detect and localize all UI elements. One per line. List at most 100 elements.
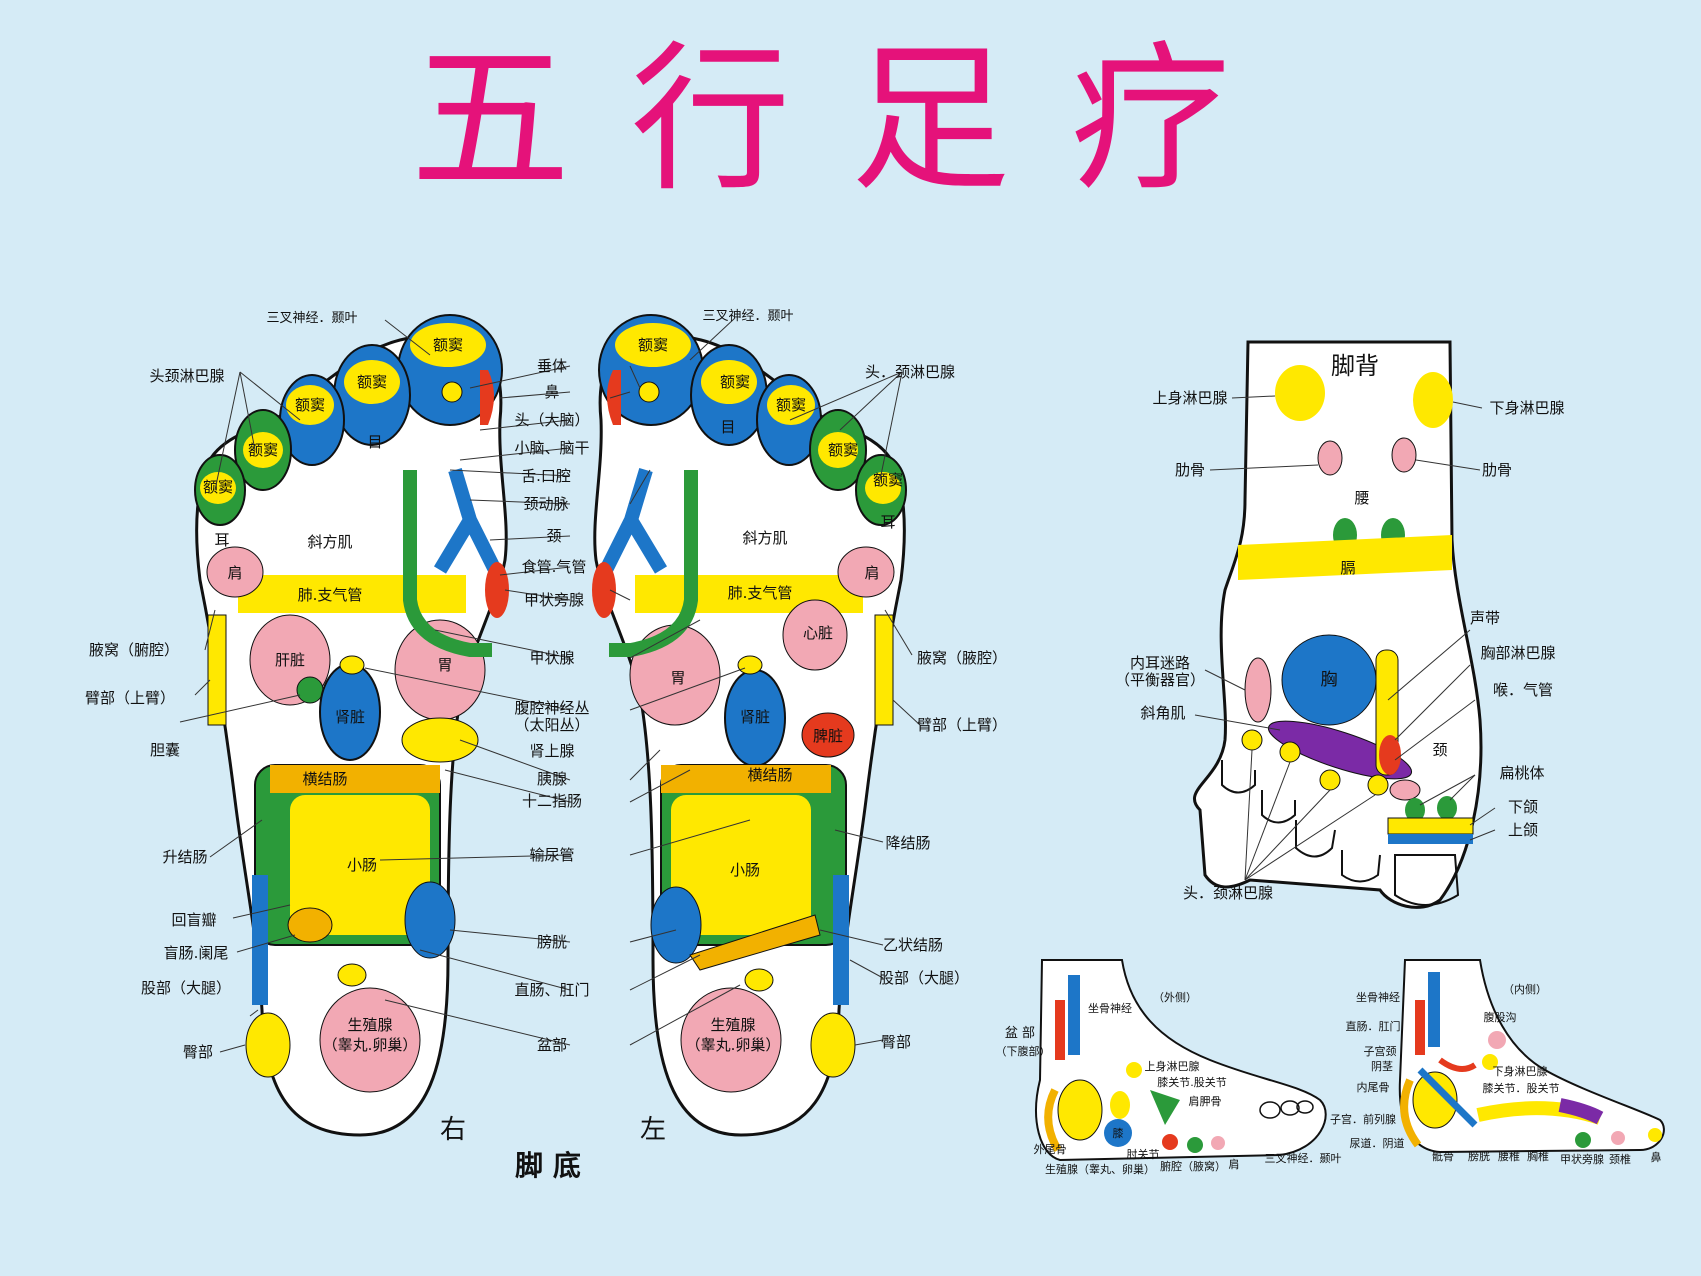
center-rectum: 直肠、肛门 — [514, 981, 589, 999]
label-frontal-sinus-l2: 额窦 — [720, 373, 750, 391]
sole-leader-lines — [179, 317, 921, 1053]
center-celiac: 腹腔神经丛 — [514, 699, 589, 717]
inner-lower-lymph-lbl: 下身淋巴腺 — [1493, 1064, 1548, 1078]
inner-urethra-lbl: 尿道．阴道 — [1350, 1136, 1405, 1150]
inner-nose-lbl: 鼻 — [1651, 1150, 1662, 1164]
inner-tag: （内侧） — [1503, 982, 1547, 996]
dorsum-title: 脚背 — [1331, 352, 1379, 380]
right-descending: 降结肠 — [885, 834, 930, 852]
outer-shoulder-lbl: 肩 — [1229, 1157, 1240, 1171]
lung-band — [238, 575, 466, 613]
toe2-top — [344, 360, 400, 404]
label-eye-r: 目 — [367, 433, 382, 451]
label-right-foot: 右 — [440, 1115, 466, 1145]
inner-ear — [1244, 657, 1272, 723]
dorsum-leader-lines — [1194, 395, 1496, 881]
center-parathyroid: 甲状旁腺 — [524, 591, 584, 609]
neck-blue — [433, 467, 502, 574]
inner-knee-hip-lbl: 膝关节．股关节 — [1483, 1081, 1560, 1095]
inner-coccyx — [1400, 1078, 1422, 1148]
label-gonad-r: 生殖腺 — [347, 1016, 392, 1034]
dorsum-mandible: 下颌 — [1508, 798, 1538, 816]
toe-outlines — [1221, 760, 1381, 883]
toe3-top — [767, 385, 815, 425]
left-armpit: 腋窝（腑腔） — [89, 641, 179, 659]
bladder — [650, 886, 702, 964]
dorsum-tonsil: 扁桃体 — [1499, 764, 1544, 782]
label-liver: 肝脏 — [275, 651, 305, 669]
pituitary-dot — [441, 381, 463, 403]
label-trapezius-l: 斜方肌 — [742, 529, 787, 547]
outer-trigeminal-lbl: 三叉神经．颞叶 — [1265, 1151, 1342, 1165]
label-gonad-l: 生殖腺 — [710, 1016, 755, 1034]
left-buttock: 臀部 — [183, 1043, 213, 1061]
center-nose: 鼻 — [544, 383, 559, 401]
center-pancreas: 胰腺 — [537, 770, 567, 788]
label-transverse-l: 横结肠 — [747, 766, 792, 784]
label-frontal-sinus-r: 额窦 — [433, 336, 463, 354]
adrenal — [339, 655, 365, 675]
sigmoid — [689, 914, 821, 971]
inner-parathyroid-lbl: 甲状旁腺 — [1560, 1152, 1604, 1166]
center-pelvis: 盆部 — [537, 1036, 567, 1054]
inner-groin-lbl: 腹股沟 — [1484, 1010, 1517, 1024]
outer-hip — [1110, 1091, 1130, 1119]
label-shoulder-r: 肩 — [227, 564, 242, 582]
toe5-top — [200, 472, 236, 504]
esophagus — [609, 470, 698, 657]
inner-rectum-lbl: 直肠．肛门 — [1346, 1019, 1401, 1033]
inner-nose — [1648, 1128, 1662, 1142]
gallbladder — [296, 676, 324, 704]
label-ear-r: 耳 — [214, 531, 229, 549]
right-sole — [194, 314, 509, 1137]
neck-blue — [599, 467, 668, 574]
shoulder — [206, 546, 264, 598]
inner-sciatic — [1428, 972, 1440, 1047]
gonad-top — [744, 968, 774, 992]
toe5-top — [865, 472, 901, 504]
right-buttock: 臀部 — [881, 1033, 911, 1051]
right-sigmoid: 乙状结肠 — [883, 936, 943, 954]
inner-cervix — [1438, 1057, 1477, 1072]
rib-left — [1317, 440, 1343, 476]
transverse-colon — [270, 765, 440, 793]
lower-lymph — [1413, 372, 1453, 428]
thyroid-para — [592, 562, 616, 618]
outer-pelvis-red — [1055, 1000, 1065, 1060]
center-duodenum: 十二指肠 — [522, 792, 582, 810]
label-shoulder-l: 肩 — [864, 564, 879, 582]
left-thigh: 股部（大腿） — [141, 979, 231, 997]
outer-knee-lbl: 膝 — [1113, 1127, 1124, 1140]
dorsum-rib-l: 肋骨 — [1175, 461, 1205, 479]
outer-coccyx — [1044, 1088, 1062, 1153]
dorsum-head-lymph: 头．颈淋巴腺 — [1183, 884, 1273, 902]
label-small-int-l: 小肠 — [730, 861, 760, 879]
diaphragm-band — [1238, 535, 1452, 580]
upper-lymph — [1275, 365, 1325, 421]
shoulder — [837, 546, 895, 598]
dorsum-oblique: 斜角肌 — [1140, 704, 1185, 722]
outer-knee-hip-lbl: 膝关节.股关节 — [1157, 1075, 1227, 1089]
inner-thoracic-lbl: 胸椎 — [1527, 1149, 1549, 1163]
inner-groin — [1488, 1031, 1506, 1049]
label-frontal-sinus-r2: 额窦 — [357, 373, 387, 391]
heart — [782, 599, 848, 671]
label-frontal-sinus-l4: 额窦 — [828, 441, 858, 459]
right-arm: 臂部（上臂） — [917, 716, 1007, 734]
outer-upper-lymph — [1126, 1062, 1142, 1078]
left-ascending: 升结肠 — [162, 848, 207, 866]
center-tongue: 舌.口腔 — [521, 467, 571, 485]
label-sole-caption: 脚 底 — [515, 1149, 581, 1182]
center-neck: 颈 — [546, 527, 561, 545]
label-frontal-sinus-l5: 额窦 — [873, 471, 903, 489]
inner-thoracic — [1558, 1098, 1604, 1125]
label-stomach-r: 胃 — [437, 656, 452, 674]
left-sole — [592, 314, 907, 1137]
toe-lymph-1 — [1241, 729, 1263, 751]
buttock — [810, 1012, 856, 1078]
label-frontal-sinus-r4: 额窦 — [248, 441, 278, 459]
label-ear-l: 耳 — [880, 513, 895, 531]
big-toe-top — [410, 323, 486, 367]
outer-sciatic — [1068, 975, 1080, 1055]
